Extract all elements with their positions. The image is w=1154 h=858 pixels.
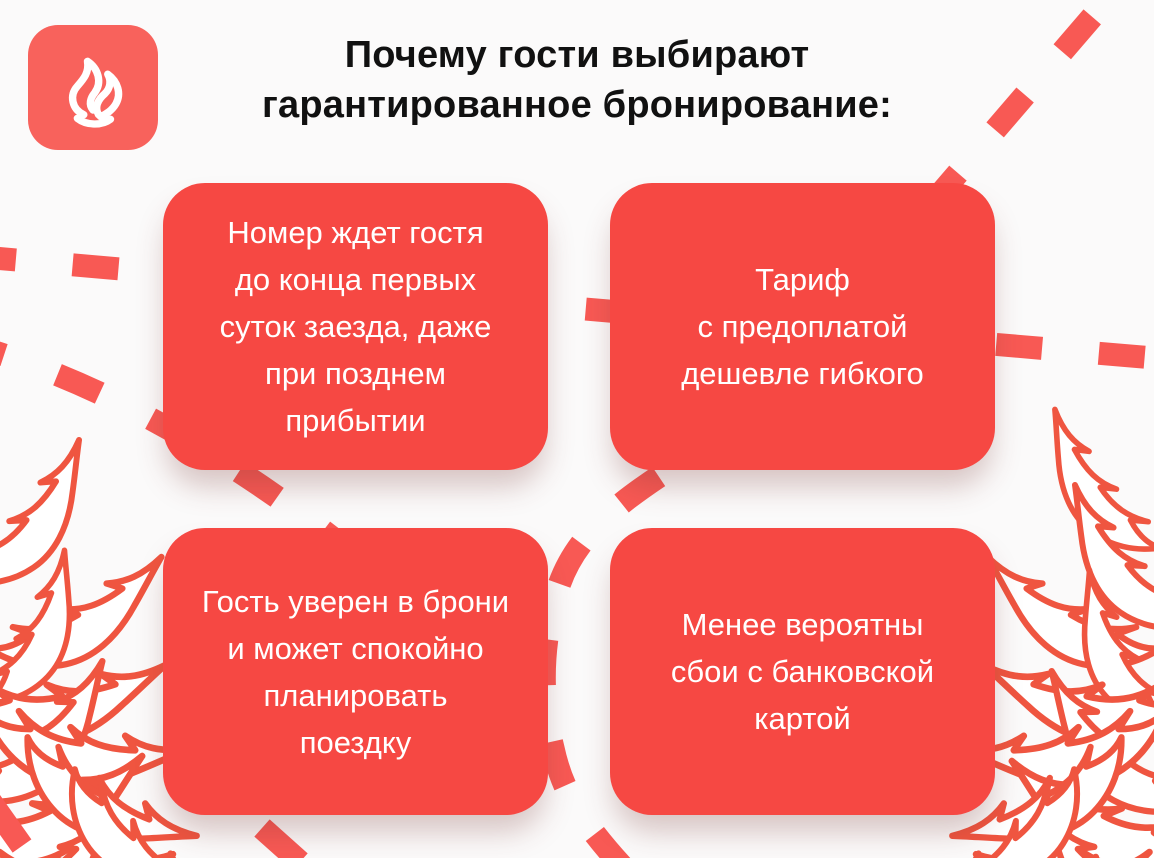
brand-logo [28, 25, 158, 150]
benefit-card-card-failures: Менее вероятны сбои с банковской картой [610, 528, 995, 815]
benefit-card-guest-confident: Гость уверен в брони и может спокойно пл… [163, 528, 548, 815]
benefit-card-prepaid-rate: Тариф с предоплатой дешевле гибкого [610, 183, 995, 470]
benefit-card-text: Гость уверен в брони и может спокойно пл… [201, 583, 510, 760]
benefit-card-room-waits: Номер ждет гостя до конца первых суток з… [163, 183, 548, 470]
flame-icon [68, 57, 123, 128]
benefit-card-text: Менее вероятны сбои с банковской картой [670, 607, 935, 736]
benefit-card-text: Тариф с предоплатой дешевле гибкого [681, 262, 924, 391]
benefit-card-text: Номер ждет гостя до конца первых суток з… [219, 215, 492, 438]
page-title: Почему гости выбирают гарантированное бр… [262, 34, 892, 126]
